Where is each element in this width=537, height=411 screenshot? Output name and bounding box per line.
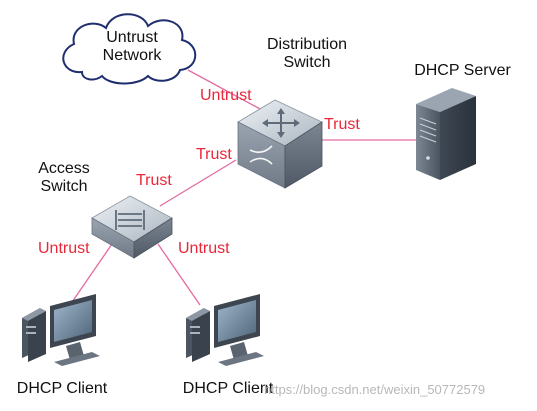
distribution-switch-label-line1: Distribution [266, 36, 348, 53]
client-left-computer-icon [22, 294, 100, 366]
cloud-icon [62, 13, 197, 85]
access-switch-label-line1: Access [38, 160, 90, 177]
access-switch-label: Access Switch [22, 160, 106, 197]
access-switch-icon [91, 195, 173, 259]
link-access-to-client-right [157, 243, 201, 306]
port-label-dist-to-network: Untrust [200, 87, 252, 104]
distribution-switch-label-line2: Switch [283, 54, 331, 72]
link-distribution-to-access [159, 159, 237, 207]
watermark-text: https://blog.csdn.net/weixin_50772579 [264, 382, 486, 397]
dhcp-server-label: DHCP Server [414, 62, 511, 79]
port-label-access-to-dist: Trust [136, 172, 172, 189]
access-switch-label-line2: Switch [40, 178, 88, 196]
server-icon [416, 88, 476, 180]
link-network-to-distribution [187, 69, 263, 111]
port-label-access-to-client-left: Untrust [38, 240, 90, 257]
port-label-dist-to-server: Trust [324, 116, 360, 133]
distribution-switch-label: Distribution Switch [252, 36, 362, 73]
client-right-computer-icon [186, 294, 264, 366]
untrust-network-label: Untrust Network [92, 29, 172, 66]
links [69, 69, 416, 306]
distribution-switch-icon [237, 99, 323, 189]
port-label-dist-to-access: Trust [196, 146, 232, 163]
dhcp-client-left-label: DHCP Client [16, 380, 108, 397]
untrust-network-label-line1: Untrust [106, 29, 158, 46]
link-access-to-client-left [69, 243, 113, 306]
port-label-access-to-client-right: Untrust [178, 240, 230, 257]
untrust-network-label-line2: Network [102, 47, 162, 65]
dhcp-client-right-label: DHCP Client [182, 380, 274, 397]
